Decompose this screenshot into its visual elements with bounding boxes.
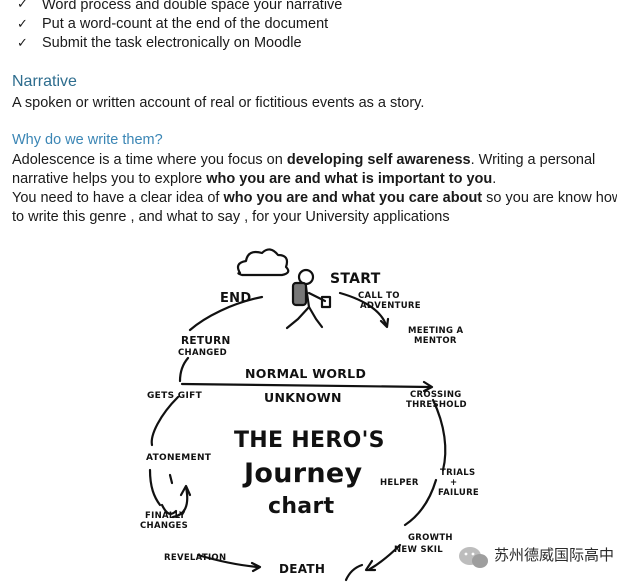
- cloud-icon: [236, 248, 290, 277]
- narrative-heading: Narrative: [12, 73, 77, 90]
- bold-text-run: developing self awareness: [286, 152, 471, 168]
- text-run: Adolescence is a time where you focus on: [12, 152, 287, 168]
- watermark-text: 苏州德威国际高中: [494, 547, 615, 564]
- label-return: RETURN: [181, 335, 231, 347]
- check-mark-icon: ✓: [17, 0, 28, 11]
- narrative-definition: A spoken or written account of real or f…: [12, 95, 425, 111]
- journey-path-left-upper: [178, 356, 190, 383]
- label-helper: HELPER: [380, 478, 419, 488]
- hero-figure-icon: [285, 268, 332, 330]
- label-normal-world: NORMAL WORLD: [245, 366, 366, 381]
- label-changes: CHANGES: [140, 521, 188, 531]
- why-paragraph-line-1: Adolescence is a time where you focus on…: [12, 151, 595, 170]
- label-threshold: THRESHOLD: [406, 400, 467, 410]
- label-start: START: [330, 271, 381, 287]
- text-run: so you are know how: [482, 190, 617, 206]
- bold-text-run: who you are and what you care about: [223, 190, 483, 206]
- label-finally: FINALLY: [145, 511, 186, 521]
- why-paragraph-line-4: to write this genre , and what to say , …: [12, 209, 450, 225]
- label-mentor: MENTOR: [414, 336, 457, 346]
- checklist-item: Word process and double space your narra…: [42, 0, 343, 13]
- checklist-item: Submit the task electronically on Moodle: [42, 35, 302, 51]
- wechat-logo-icon: [459, 547, 488, 568]
- check-mark-icon: ✓: [17, 16, 28, 31]
- label-failure: FAILURE: [438, 488, 479, 498]
- world-divider-line: [180, 382, 432, 389]
- why-heading: Why do we write them?: [12, 132, 163, 148]
- text-run: You need to have a clear idea of: [12, 190, 224, 206]
- label-death: DEATH: [279, 562, 325, 576]
- label-new-skills: NEW SKIL: [394, 545, 443, 555]
- title-chart: chart: [268, 494, 335, 519]
- heros-journey-diagram: START END CALL TO ADVENTURE MEETING A ME…: [140, 248, 479, 582]
- title-journey: Journey: [242, 458, 362, 489]
- label-adventure: ADVENTURE: [360, 301, 421, 311]
- label-call: CALL TO: [358, 291, 400, 301]
- label-atonement: ATONEMENT: [146, 453, 212, 463]
- label-gets-gift: GETS GIFT: [147, 391, 203, 401]
- journey-path-upper-right: [338, 291, 388, 327]
- why-paragraph-line-2: narrative helps you to explore who you a…: [12, 170, 496, 189]
- checklist-item: Put a word-count at the end of the docum…: [42, 16, 329, 32]
- label-growth: GROWTH: [408, 533, 453, 543]
- label-unknown: UNKNOWN: [264, 390, 342, 405]
- text-run: .: [492, 171, 497, 187]
- check-mark-icon: ✓: [17, 35, 28, 50]
- label-crossing: CROSSING: [410, 390, 462, 400]
- why-paragraph-line-3: You need to have a clear idea of who you…: [12, 189, 617, 208]
- label-meeting: MEETING A: [408, 326, 463, 336]
- bold-text-run: who you are and what is important to you: [206, 171, 493, 187]
- journey-path-left: [150, 395, 180, 447]
- journey-path-upper-left: [188, 295, 264, 332]
- label-trials: TRIALS: [440, 468, 475, 478]
- text-run: narrative helps you to explore: [12, 171, 207, 187]
- label-revelation: REVELATION: [164, 553, 226, 563]
- label-end: END: [220, 291, 251, 306]
- label-changed: CHANGED: [178, 348, 227, 358]
- journey-path-right: [431, 398, 447, 472]
- title-heros: THE HERO'S: [234, 428, 385, 453]
- text-run: . Writing a personal: [470, 152, 596, 168]
- label-plus: +: [450, 478, 457, 488]
